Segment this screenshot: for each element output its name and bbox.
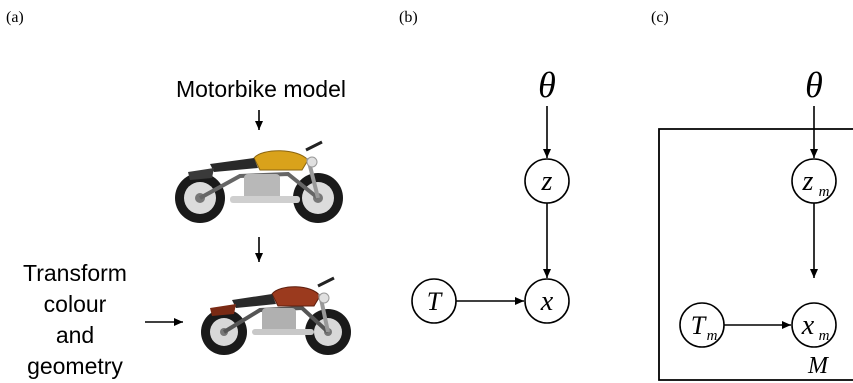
plate-M (658, 128, 853, 381)
yellow-motorbike-image (175, 140, 343, 223)
node-x-subscript-c: m (819, 328, 830, 344)
node-x-label-b: x (540, 286, 554, 317)
theta-label-b: θ (538, 65, 556, 105)
transform-label-line-1: Transform (23, 260, 127, 286)
node-x-b (524, 278, 570, 324)
node-z-label-c: z (802, 166, 814, 197)
transform-label-line-3: and (56, 322, 94, 348)
red-motorbike-image (201, 276, 351, 355)
motorbike-model-label: Motorbike model (176, 76, 346, 102)
node-z-label-b: z (541, 166, 553, 197)
panel-b: θ z x T (411, 65, 570, 324)
node-T-label-c: T (691, 311, 707, 340)
transform-label: Transform colour and geometry (23, 260, 127, 379)
panel-label-a: (a) (6, 9, 24, 26)
panel-a: Motorbike model Transform colour and (23, 76, 351, 379)
transform-label-line-2: colour (44, 291, 107, 317)
node-x-c (791, 302, 837, 348)
panel-label-c: (c) (651, 9, 669, 26)
theta-label-c: θ (805, 65, 823, 105)
node-T-subscript-c: m (707, 328, 718, 344)
transform-label-line-4: geometry (27, 353, 123, 379)
node-x-label-c: x (801, 310, 815, 341)
plate-label-M: M (807, 353, 830, 379)
node-z-subscript-c: m (819, 184, 830, 200)
node-T-label-b: T (427, 287, 443, 316)
panel-label-b: (b) (399, 9, 418, 26)
panel-c: θ M z m x m T m (658, 65, 853, 381)
